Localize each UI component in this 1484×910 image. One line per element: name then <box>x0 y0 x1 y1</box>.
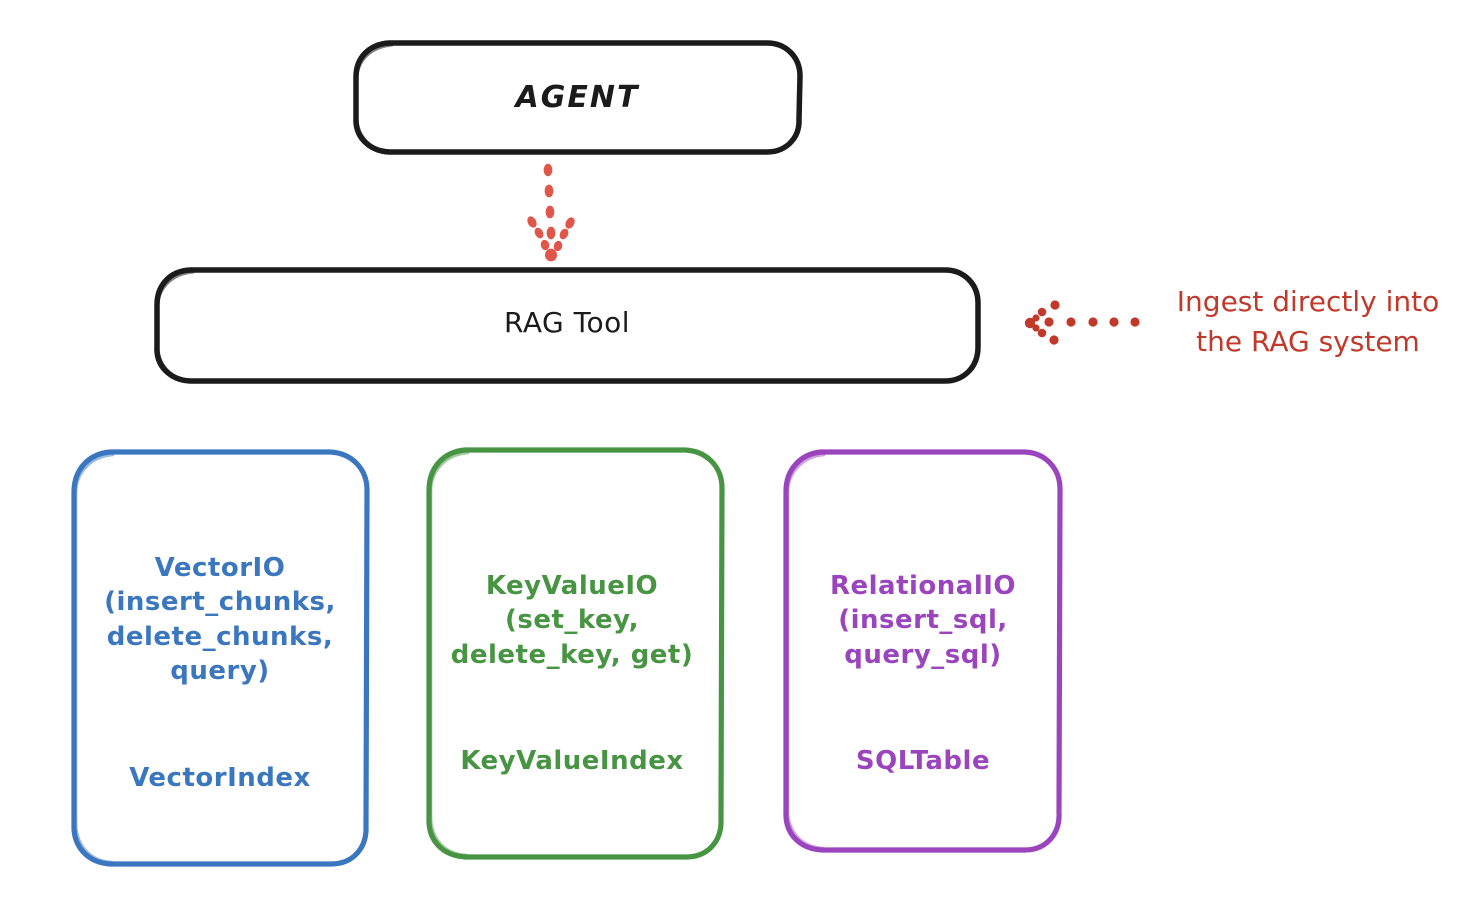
connector-ingest-arrow <box>1024 300 1140 345</box>
node-key-value-io[interactable] <box>426 447 725 860</box>
node-rag-tool[interactable] <box>154 267 981 384</box>
vector-io-box-sketch-overlay <box>74 453 115 864</box>
vector-io-box-outline <box>71 449 370 867</box>
connector-agent-to-rag-tool <box>527 163 575 262</box>
node-agent[interactable] <box>353 40 803 155</box>
key-value-io-box-outline <box>426 447 725 860</box>
rag-tool-box-outline <box>154 267 981 384</box>
relational-io-box-outline <box>783 449 1063 853</box>
agent-box-outline <box>353 40 803 155</box>
rag-tool-box-sketch-overlay <box>156 270 195 382</box>
agent-box-sketch-overlay <box>355 43 394 153</box>
relational-io-box-sketch-overlay <box>786 453 826 850</box>
node-vector-io[interactable] <box>71 449 370 867</box>
key-value-io-box-sketch-overlay <box>429 451 470 857</box>
node-relational-io[interactable] <box>783 449 1063 853</box>
